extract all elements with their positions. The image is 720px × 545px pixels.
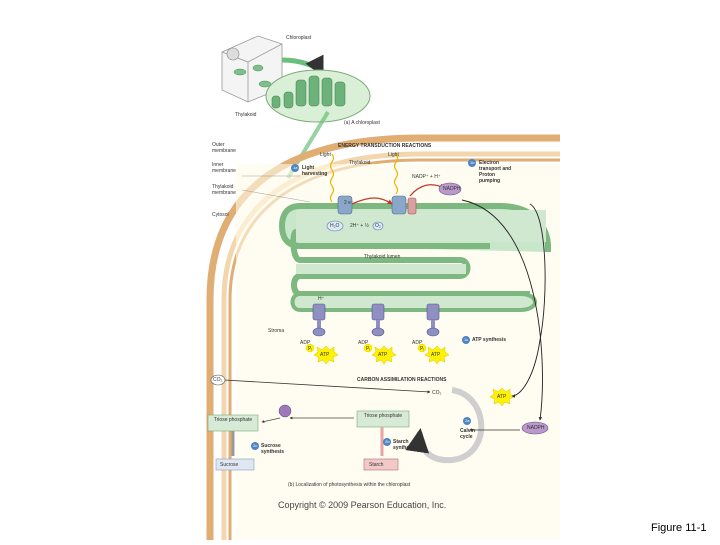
copyright-text: Copyright © 2009 Pearson Education, Inc. xyxy=(278,500,447,510)
chloroplast-closeup xyxy=(265,69,371,123)
step-1a-badge xyxy=(291,164,299,172)
h-plus-label: H⁺ xyxy=(318,296,325,302)
light-label-2: Light xyxy=(388,152,399,158)
atp-synthase-row xyxy=(312,303,440,337)
figure-label: Figure 11-1 xyxy=(651,522,707,534)
light-label-1: Light xyxy=(320,152,331,158)
thylakoid-membrane-label: Thylakoid membrane xyxy=(212,184,236,196)
atp-label-1: ATP xyxy=(320,352,330,358)
atp-label-4: ATP xyxy=(497,394,507,400)
inner-membrane-label: Inner membrane xyxy=(212,162,236,174)
panel-a-caption: (a) A chloroplast xyxy=(344,120,380,126)
step-2c-text: Sucrose synthesis xyxy=(261,443,285,455)
atp-synthase-1 xyxy=(312,303,326,337)
step-2b-text: Starch synthesis xyxy=(393,439,417,451)
nadph-oval xyxy=(438,182,462,196)
cytosol-label: Cytosol xyxy=(212,212,229,218)
step-2b-number: 2b xyxy=(385,439,390,444)
light-harvesting-complex xyxy=(329,153,445,215)
step-1a-text: Light harvesting xyxy=(302,165,328,177)
pi-label-3: Pᵢ xyxy=(420,346,425,352)
panel-a-cell-illustration xyxy=(221,35,283,103)
o2-oval xyxy=(372,221,384,231)
atp-synthase-2 xyxy=(371,303,385,337)
triose-phosphate-label: Triose phosphate xyxy=(363,413,403,419)
thylakoid-inner-label: Thylakoid xyxy=(349,160,371,166)
step-2c-badge xyxy=(251,442,259,450)
step-1b-number: 1b xyxy=(470,160,475,165)
nadph-label: NADPH xyxy=(443,186,461,192)
triose-phosphate-left-label: Triose phosphate xyxy=(213,417,253,423)
adp-label-3: ADP xyxy=(412,340,423,346)
atp-label-3: ATP xyxy=(431,352,441,358)
starch-label: Starch xyxy=(369,462,384,468)
nadph-calvin-label: NADPH xyxy=(527,425,545,431)
step-1c-text: ATP synthesis xyxy=(472,337,506,343)
step-2a-text: Calvin cycle xyxy=(460,428,476,440)
electron-label: 2 e⁻ xyxy=(344,200,354,206)
h2o-oval xyxy=(326,220,344,232)
chloroplast-membranes xyxy=(206,134,560,540)
thylakoid-membrane-leader xyxy=(241,189,311,203)
atp-synthase-3 xyxy=(426,303,440,337)
outer-membrane-label: Outer membrane xyxy=(212,142,236,154)
step-2c-number: 2c xyxy=(253,443,258,448)
adp-label-1: ADP xyxy=(300,340,311,346)
carbon-header: CARBON ASSIMILATION REACTIONS xyxy=(357,377,447,383)
step-2b-badge xyxy=(383,438,391,446)
co2-label: CO₂ xyxy=(213,377,223,383)
step-2a-number: 2a xyxy=(465,418,470,423)
atp-label-2: ATP xyxy=(378,352,388,358)
adp-label-2: ADP xyxy=(358,340,369,346)
pi-label-2: Pᵢ xyxy=(366,346,371,352)
co2-calvin-label: CO₂ xyxy=(432,390,442,396)
calvin-cycle xyxy=(223,199,549,464)
sucrose-label: Sucrose xyxy=(220,462,239,468)
stroma-label: Stroma xyxy=(268,328,285,334)
thylakoid-lumen-label: Thylakoid lumen xyxy=(364,254,401,260)
step-1c-number: 1c xyxy=(464,337,469,342)
step-1a-number: 1a xyxy=(293,165,298,170)
half-o2-label: 2H⁺ + ½ xyxy=(350,223,369,229)
h2o-label: H₂O xyxy=(330,223,340,229)
o2-label: O₂ xyxy=(375,223,381,229)
thylakoid-label: Thylakoid xyxy=(235,112,257,118)
step-1c-badge xyxy=(462,336,470,344)
pi-label-1: Pᵢ xyxy=(308,346,313,352)
step-2a-badge xyxy=(463,417,471,425)
chloroplast-label: Chloroplast xyxy=(286,35,312,41)
carbohydrate-boxes xyxy=(207,404,410,471)
co2-oval xyxy=(210,374,226,386)
nadp-plus-label: NADP⁺ + H⁺ xyxy=(412,174,441,180)
step-1b-badge xyxy=(468,159,476,167)
atp-bursts xyxy=(305,343,515,407)
step-1b-text: Electron transport and Proton pumping xyxy=(479,160,512,184)
panel-b-caption: (b) Localization of photosynthesis withi… xyxy=(288,482,411,488)
energy-header: ENERGY TRANSDUCTION REACTIONS xyxy=(338,143,432,149)
thylakoid-stack xyxy=(278,203,551,312)
